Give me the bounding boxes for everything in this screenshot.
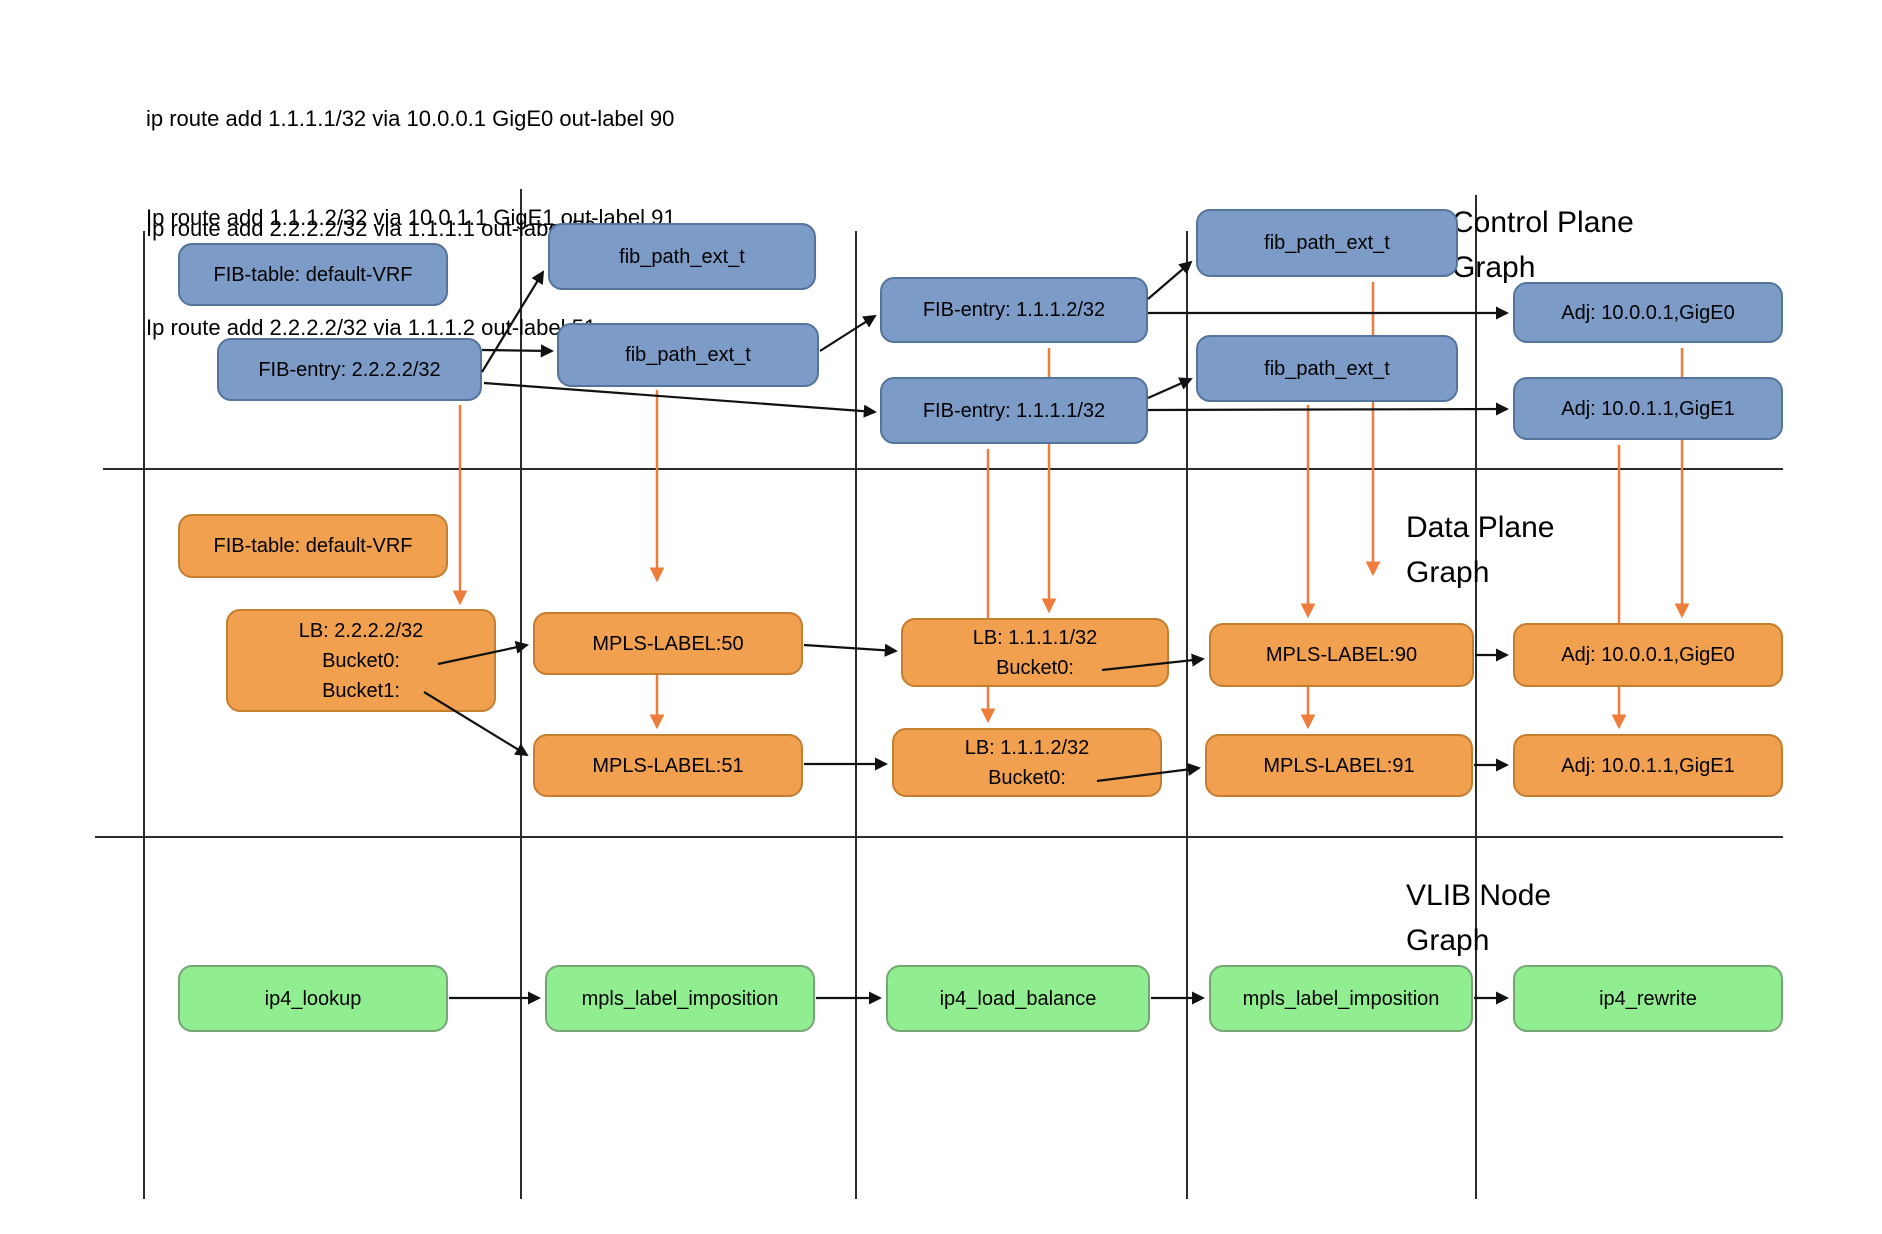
cp-path-ext-1-box: fib_path_ext_t	[548, 223, 816, 290]
dp-lb-2222-bucket1: Bucket1:	[322, 679, 400, 702]
control-plane-label-line1: Control Plane	[1452, 206, 1634, 239]
vlib-ip4-lookup-label: ip4_lookup	[264, 987, 362, 1010]
dp-mpls-50-label: MPLS-LABEL:50	[592, 632, 744, 655]
cp-path-ext-3-label: fib_path_ext_t	[1264, 232, 1390, 254]
vlib-mpls-imposition-1-box: mpls_label_imposition	[545, 965, 815, 1032]
cp-fib-entry-1111-box: FIB-entry: 1.1.1.1/32	[880, 377, 1148, 444]
vlib-ip4-rewrite-label: ip4_rewrite	[1599, 987, 1697, 1010]
dp-adj-gige1-label: Adj: 10.0.1.1,GigE1	[1561, 754, 1735, 777]
dp-fib-table-label: FIB-table: default-VRF	[213, 535, 413, 557]
data-plane-graph-label: Data Plane Graph	[1406, 505, 1554, 595]
vlib-label-line1: VLIB Node	[1406, 879, 1552, 912]
cp-fib-entry-2222-label: FIB-entry: 2.2.2.2/32	[258, 358, 441, 381]
vlib-ip4-load-balance-label: ip4_load_balance	[939, 987, 1097, 1010]
data-plane-label-line2: Graph	[1406, 556, 1490, 589]
dp-mpls-90-label: MPLS-LABEL:90	[1265, 644, 1418, 666]
dp-mpls-90-box: MPLS-LABEL:90	[1209, 623, 1474, 687]
dp-mpls-91-box: MPLS-LABEL:91	[1205, 734, 1473, 797]
dp-lb-1111-bucket0: Bucket0:	[996, 656, 1074, 679]
route-commands-block-1: ip route add 1.1.1.1/32 via 10.0.0.1 Gig…	[146, 36, 676, 300]
cp-fib-table-box: FIB-table: default-VRF	[178, 243, 448, 306]
vlib-ip4-rewrite-box: ip4_rewrite	[1513, 965, 1783, 1032]
dp-lb-1111-box: LB: 1.1.1.1/32 Bucket0:	[901, 618, 1169, 687]
cp-path-ext-1-label: fib_path_ext_t	[619, 245, 745, 268]
cp-path-ext-4-label: fib_path_ext_t	[1264, 357, 1390, 380]
cp-fib-entry-1111-label: FIB-entry: 1.1.1.1/32	[922, 399, 1106, 422]
cp-adj-gige0-box: Adj: 10.0.0.1,GigE0	[1513, 282, 1783, 343]
dp-lb-1111-title: LB: 1.1.1.1/32	[972, 626, 1098, 649]
dp-mpls-91-label: MPLS-LABEL:91	[1263, 754, 1415, 777]
vlib-mpls-imposition-2-box: mpls_label_imposition	[1209, 965, 1473, 1032]
dp-lb-1112-title: LB: 1.1.1.2/32	[964, 736, 1090, 759]
dp-lb-1112-bucket0: Bucket0:	[988, 766, 1066, 789]
dp-lb-2222-title: LB: 2.2.2.2/32	[298, 619, 424, 642]
cp-fib-table-label: FIB-table: default-VRF	[213, 263, 413, 286]
cp-fib-entry-1112-label: FIB-entry: 1.1.1.2/32	[922, 299, 1106, 321]
route-command-line-1: ip route add 1.1.1.1/32 via 10.0.0.1 Gig…	[146, 106, 675, 131]
cp-path-ext-2-box: fib_path_ext_t	[557, 323, 819, 387]
cp-adj-gige1-box: Adj: 10.0.1.1,GigE1	[1513, 377, 1783, 440]
dp-lb-2222-box: LB: 2.2.2.2/32 Bucket0: Bucket1:	[226, 609, 496, 712]
dp-mpls-51-box: MPLS-LABEL:51	[533, 734, 803, 797]
control-plane-graph-label: Control Plane Graph	[1452, 200, 1634, 290]
control-plane-label-line2: Graph	[1452, 251, 1536, 284]
cp-adj-gige0-label: Adj: 10.0.0.1,GigE0	[1561, 301, 1735, 324]
dp-mpls-51-label: MPLS-LABEL:51	[592, 754, 744, 777]
dp-fib-table-box: FIB-table: default-VRF	[178, 514, 448, 578]
dp-mpls-50-box: MPLS-LABEL:50	[533, 612, 803, 675]
vlib-label-line2: Graph	[1406, 924, 1490, 957]
vlib-mpls-imposition-2-label: mpls_label_imposition	[1242, 987, 1440, 1010]
dp-adj-gige0-label: Adj: 10.0.0.1,GigE0	[1561, 644, 1735, 666]
dp-adj-gige1-box: Adj: 10.0.1.1,GigE1	[1513, 734, 1783, 797]
dp-adj-gige0-box: Adj: 10.0.0.1,GigE0	[1513, 623, 1783, 687]
cp-path-ext-3-box: fib_path_ext_t	[1196, 209, 1458, 277]
vlib-ip4-lookup-box: ip4_lookup	[178, 965, 448, 1032]
route-command-line-3: Ip route add 2.2.2.2/32 via 1.1.1.1 out-…	[146, 216, 597, 241]
vlib-mpls-imposition-1-label: mpls_label_imposition	[581, 987, 779, 1010]
cp-fib-entry-2222-box: FIB-entry: 2.2.2.2/32	[217, 338, 482, 401]
vlib-node-graph-label: VLIB Node Graph	[1406, 873, 1551, 963]
dp-lb-1112-box: LB: 1.1.1.2/32 Bucket0:	[892, 728, 1162, 797]
dp-lb-2222-bucket0: Bucket0:	[322, 649, 400, 672]
cp-path-ext-4-box: fib_path_ext_t	[1196, 335, 1458, 402]
cp-fib-entry-1112-box: FIB-entry: 1.1.1.2/32	[880, 277, 1148, 343]
cp-adj-gige1-label: Adj: 10.0.1.1,GigE1	[1561, 397, 1735, 420]
data-plane-label-line1: Data Plane	[1406, 511, 1555, 544]
vlib-ip4-load-balance-box: ip4_load_balance	[886, 965, 1150, 1032]
cp-path-ext-2-label: fib_path_ext_t	[625, 344, 751, 366]
